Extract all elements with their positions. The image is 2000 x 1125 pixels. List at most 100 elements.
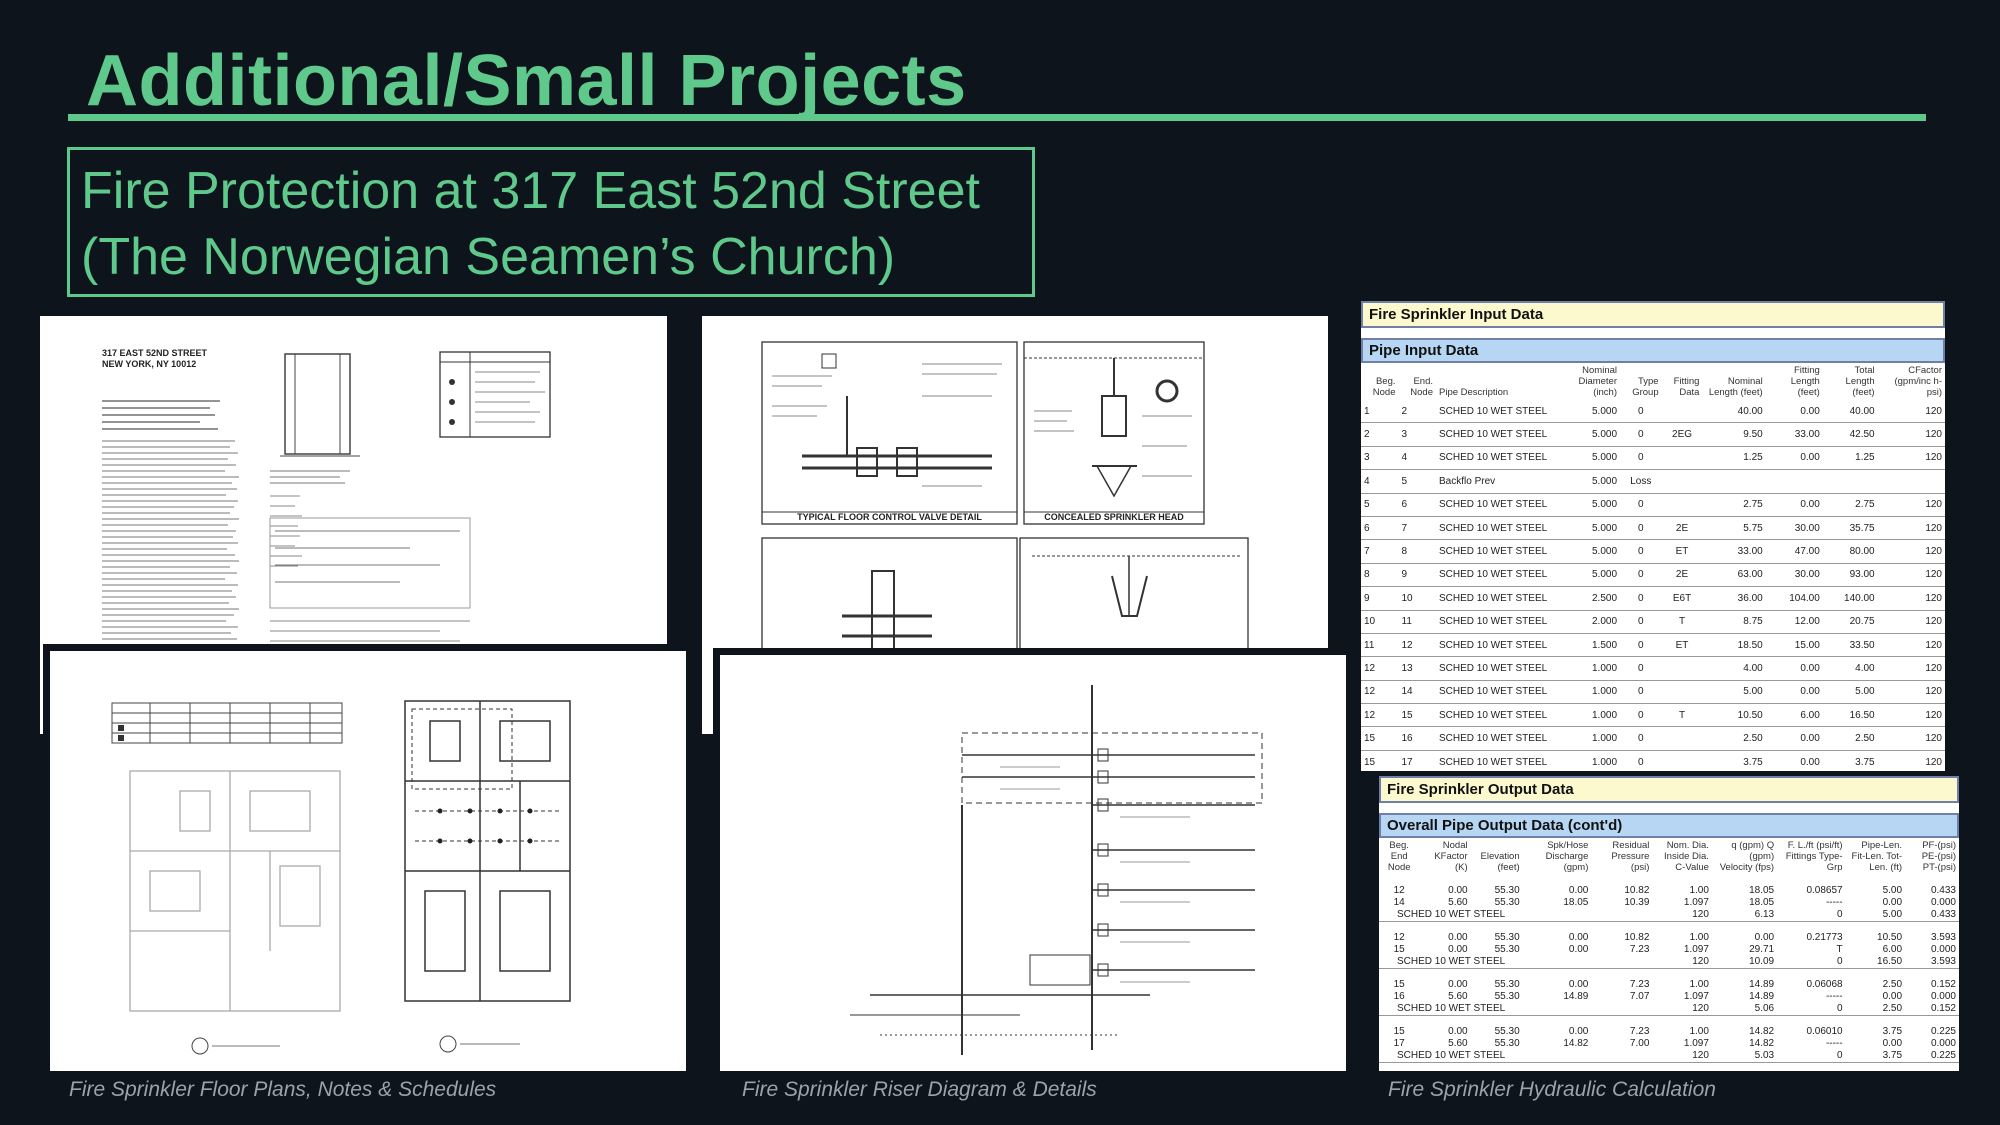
input-table-cell <box>1661 400 1703 424</box>
input-table-cell: 120 <box>1877 656 1945 681</box>
output-group-spacer <box>1379 1016 1959 1027</box>
input-table-cell: T <box>1661 610 1703 634</box>
input-table-cell: 5.00 <box>1822 680 1878 705</box>
output-table-cell: 0 <box>1777 1003 1846 1016</box>
output-table-cell: 0.00 <box>1448 885 1468 896</box>
output-table-cell: 0.00 <box>1448 1026 1468 1037</box>
input-table-cell: 15 <box>1398 703 1436 728</box>
output-table-cell: 0.433 <box>1905 909 1959 922</box>
input-table-cell: 5.000 <box>1550 400 1621 424</box>
input-table-cell <box>1765 469 1823 494</box>
output-table-cell: 1.00 <box>1689 979 1709 990</box>
output-table-cell: 5.60 <box>1448 991 1468 1002</box>
input-table-cell: 120 <box>1877 516 1945 541</box>
output-table-cell: 5.00 <box>1882 885 1903 896</box>
input-table-cell: SCHED 10 WET STEEL <box>1436 493 1551 517</box>
output-col-header: Spk/Hose Discharge (gpm) <box>1545 840 1589 873</box>
output-table-cell: 0.000 <box>1930 991 1956 1002</box>
output-col-header: Nodal KFactor (K) <box>1434 840 1468 873</box>
input-table-cell: 11 <box>1398 610 1436 634</box>
input-table-cell: 5 <box>1398 469 1436 494</box>
output-table-cell: 0.225 <box>1930 1026 1956 1037</box>
caption-floor-plans: Fire Sprinkler Floor Plans, Notes & Sche… <box>69 1078 497 1101</box>
input-col-header: Fitting Length (feet) <box>1790 365 1820 398</box>
input-table-cell: T <box>1661 703 1703 728</box>
input-table-cell <box>1661 656 1703 681</box>
project-subtitle-box: Fire Protection at 317 East 52nd Street … <box>67 147 1035 297</box>
output-table-cell: 0 <box>1777 909 1846 922</box>
output-table-cell: 14.89 <box>1563 991 1589 1002</box>
output-table-cell: 12 <box>1393 932 1405 943</box>
output-table-cell: 18.05 <box>1749 897 1775 908</box>
output-table-cell: 1.097 <box>1683 944 1709 955</box>
input-table-cell: 120 <box>1877 400 1945 424</box>
output-table-cell: 0.152 <box>1930 979 1956 990</box>
input-table-cell: 12.00 <box>1765 610 1823 634</box>
details-drawing <box>761 341 1249 734</box>
notes-sheet-drawing <box>102 351 551 712</box>
output-table-cell: 2.50 <box>1845 1003 1906 1016</box>
input-table-subheader: Pipe Input Data <box>1361 338 1945 363</box>
output-table-cell: 0.225 <box>1905 1050 1959 1063</box>
input-table-cell: Backflo Prev <box>1436 469 1551 494</box>
output-table-cell: 14.89 <box>1749 979 1775 990</box>
input-table-cell: 140.00 <box>1822 586 1878 611</box>
input-table-cell: 36.00 <box>1702 586 1766 611</box>
output-table-cell: 10.82 <box>1624 932 1650 943</box>
output-table-cell: 0.00 <box>1882 991 1903 1002</box>
output-group-spacer-cell <box>1379 922 1959 933</box>
floor-plan-drawing <box>111 700 571 1055</box>
input-table-cell: 12 <box>1361 703 1399 728</box>
output-table-cell: 10.39 <box>1624 897 1650 908</box>
input-table-cell: 4.00 <box>1702 656 1766 681</box>
input-table-cell: 0.00 <box>1765 400 1823 424</box>
input-table-cell: 2E <box>1661 516 1703 541</box>
output-pipe-description: SCHED 10 WET STEEL <box>1379 1003 1653 1016</box>
output-table-cell: 1.00 <box>1689 932 1709 943</box>
output-table-cell: 0.00 <box>1754 932 1775 943</box>
input-table-cell: 1.000 <box>1550 726 1621 751</box>
input-table-cell: 5.000 <box>1550 563 1621 588</box>
input-table-cell: 120 <box>1877 750 1945 771</box>
output-table-cell: 7.23 <box>1629 1026 1650 1037</box>
input-table-cell: 2.75 <box>1702 493 1766 517</box>
input-table-cell: SCHED 10 WET STEEL <box>1436 656 1551 681</box>
input-col-header: Pipe Description <box>1439 387 1509 398</box>
output-table-subheader: Overall Pipe Output Data (cont'd) <box>1379 813 1959 838</box>
output-table-cell: 0.00 <box>1568 885 1589 896</box>
output-table-cell: 55.30 <box>1494 897 1520 908</box>
input-table-cell <box>1661 726 1703 751</box>
output-table-cell: 5.60 <box>1448 1038 1468 1049</box>
output-table-cell: 55.30 <box>1494 991 1520 1002</box>
output-table-cell: 2.50 <box>1882 979 1903 990</box>
riser-diagram-sheet-thumbnail[interactable] <box>713 648 1353 1078</box>
input-table-cell: 5.000 <box>1550 539 1621 564</box>
input-table-cell: 16.50 <box>1822 703 1878 728</box>
output-table-cell: ----- <box>1825 991 1843 1002</box>
notes-address-line2: NEW YORK, NY 10012 <box>102 359 197 369</box>
input-table-cell: 8 <box>1398 539 1436 564</box>
input-table-cell: SCHED 10 WET STEEL <box>1436 680 1551 705</box>
input-table-cell: 0 <box>1620 493 1662 517</box>
input-table-cell: 0 <box>1620 750 1662 771</box>
input-table-cell: 0 <box>1620 703 1662 728</box>
input-table-cell: 120 <box>1877 610 1945 634</box>
input-table-cell: 0 <box>1620 656 1662 681</box>
input-table-cell: SCHED 10 WET STEEL <box>1436 586 1551 611</box>
output-table-cell: 6.00 <box>1882 944 1903 955</box>
output-group-spacer-cell <box>1379 1016 1959 1027</box>
output-pipe-description: SCHED 10 WET STEEL <box>1379 909 1653 922</box>
output-table-cell: 0.433 <box>1930 885 1956 896</box>
floor-plan-sheet-thumbnail[interactable] <box>43 644 693 1078</box>
input-table-cell: 5.00 <box>1702 680 1766 705</box>
